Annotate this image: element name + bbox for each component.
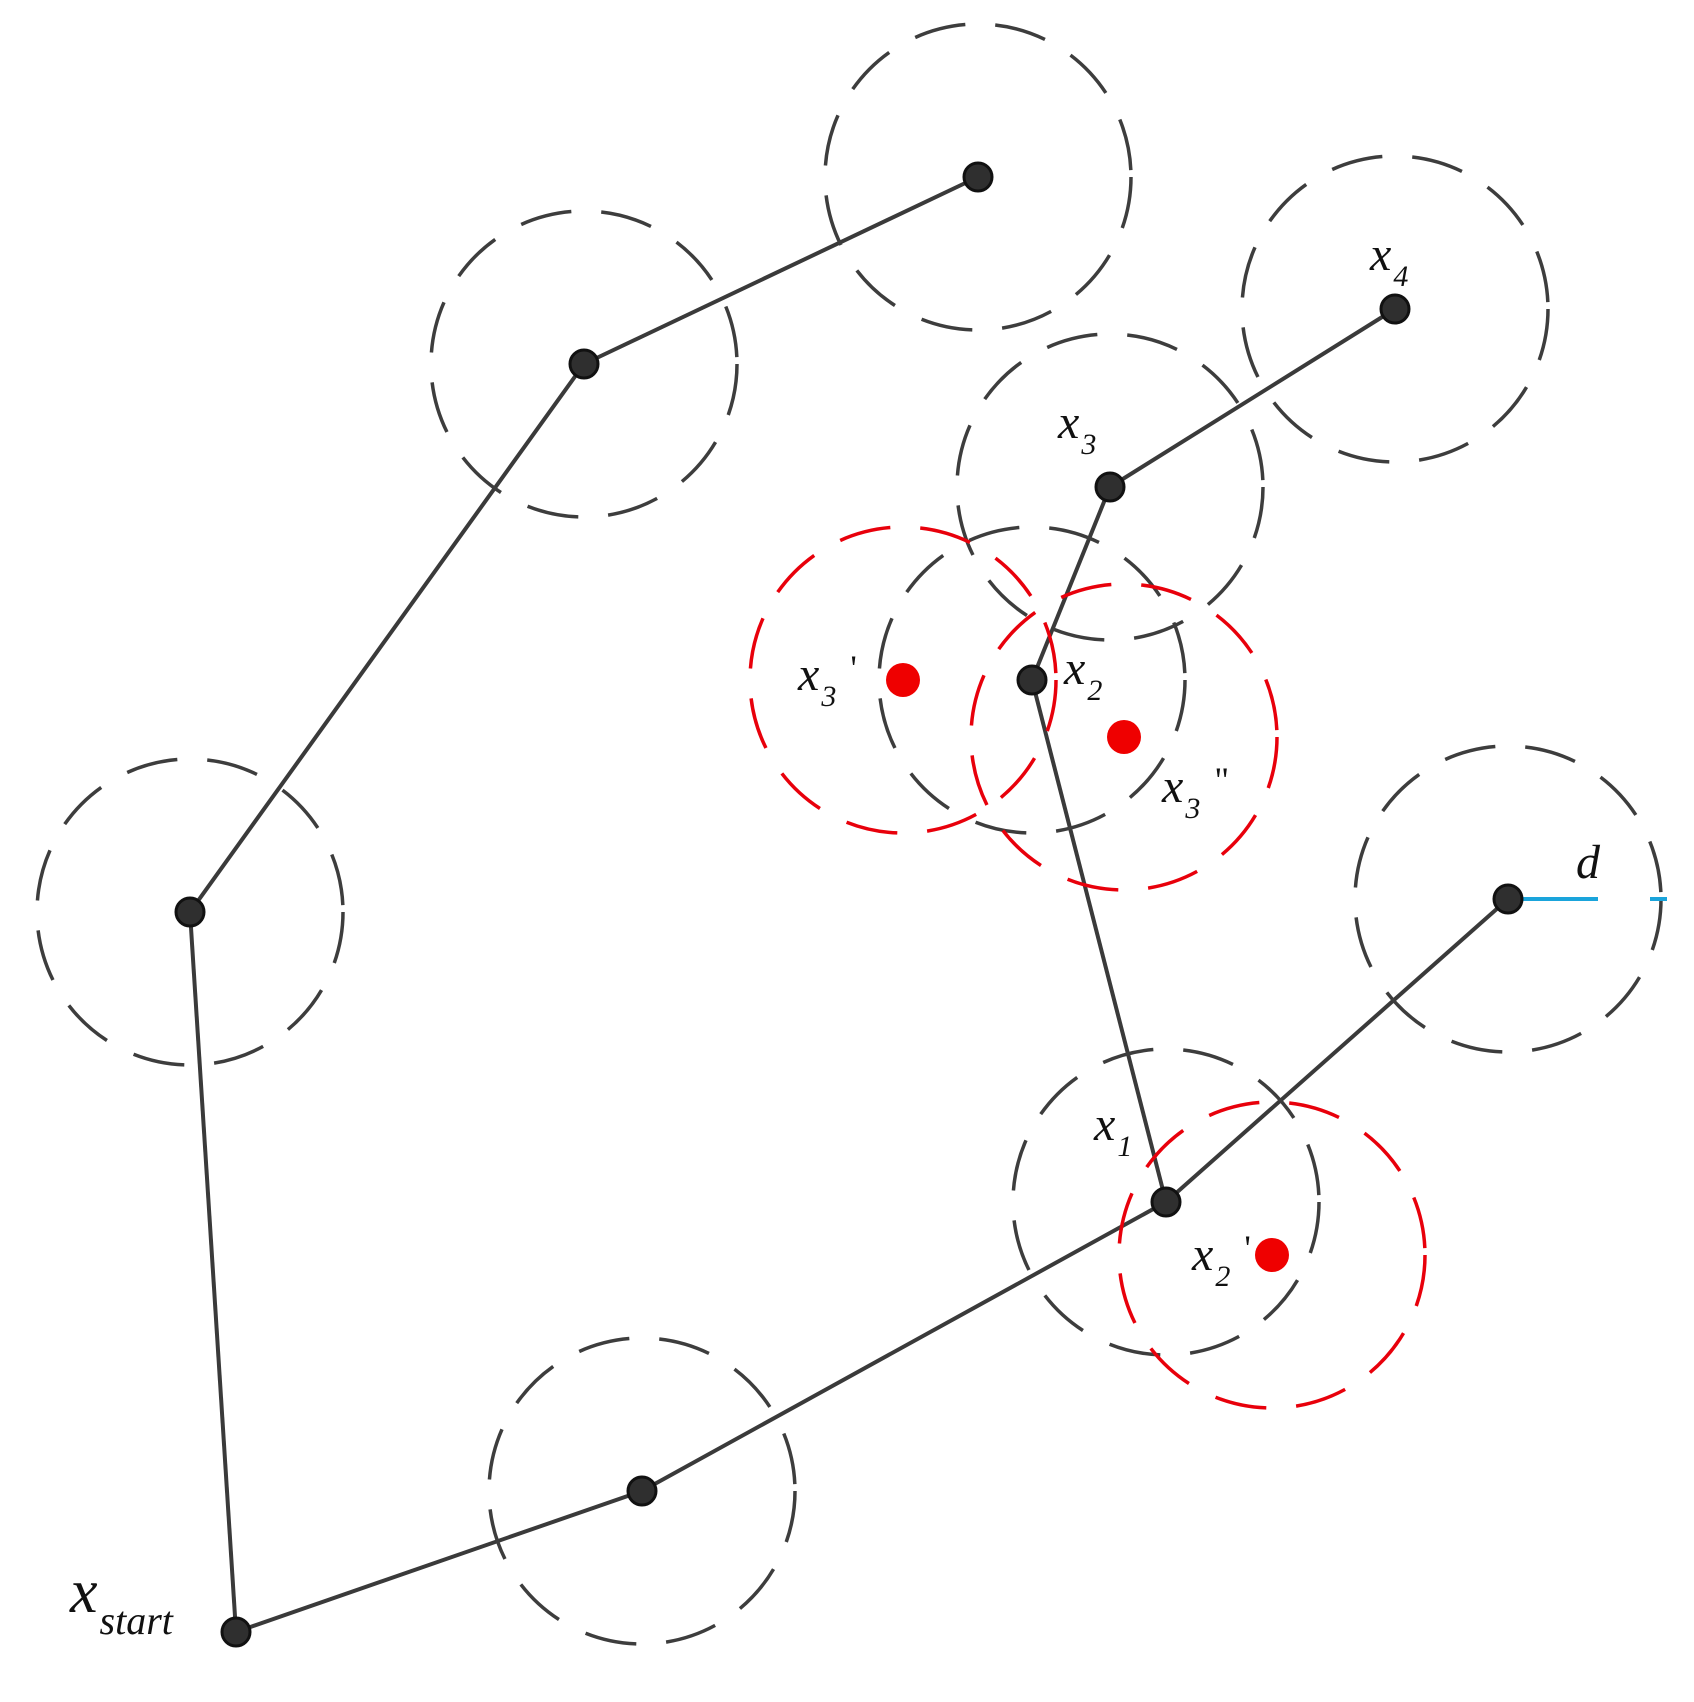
edge-upper-left-to-top — [583, 175, 979, 366]
candidate-circle-x3-double-prime — [969, 582, 1279, 892]
radius-circle-x2 — [877, 525, 1187, 835]
node-x3-double-prime — [1107, 720, 1141, 754]
candidate-circle-x2-prime — [1117, 1100, 1427, 1410]
label-x2-prime: x2' — [1191, 1228, 1251, 1293]
edge-start-to-left — [188, 911, 238, 1633]
radius-circles — [35, 22, 1663, 1646]
node-x1 — [1150, 1186, 1182, 1218]
path-nodes — [174, 161, 1524, 1648]
node-top — [962, 161, 994, 193]
edge-bottom-to-x1 — [641, 1200, 1167, 1493]
candidate-circles — [748, 525, 1427, 1410]
radius-circle-top — [823, 22, 1133, 332]
path-edges — [188, 175, 1510, 1634]
node-x-start — [220, 1616, 252, 1648]
edge-x1-to-right — [1164, 897, 1510, 1204]
radius-circle-upper-left — [429, 209, 739, 519]
radius-circle-bottom — [487, 1336, 797, 1646]
edge-left-to-upper-left — [188, 362, 586, 914]
label-x3-prime: x3' — [797, 648, 857, 713]
edge-start-to-bottom — [235, 1489, 643, 1634]
node-x4 — [1379, 293, 1411, 325]
label-x4: x4 — [1369, 228, 1408, 293]
radius-circle-left — [35, 757, 345, 1067]
label-x3-double-prime: x3" — [1161, 760, 1229, 825]
node-x3 — [1094, 471, 1126, 503]
node-left — [174, 896, 206, 928]
node-x2 — [1016, 664, 1048, 696]
label-x2: x2 — [1063, 642, 1102, 707]
node-right — [1492, 883, 1524, 915]
edge-x2-to-x3 — [1030, 486, 1112, 681]
node-x3-prime — [886, 663, 920, 697]
label-x3: x3 — [1057, 396, 1096, 461]
edge-x3-to-x4 — [1108, 307, 1397, 489]
node-upper-left — [568, 348, 600, 380]
radius-circle-x4 — [1240, 154, 1550, 464]
radius-circle-x1 — [1011, 1047, 1321, 1357]
radius-circle-x3 — [955, 332, 1265, 642]
edge-x1-to-x2 — [1030, 679, 1168, 1203]
candidate-circle-x3-prime — [748, 525, 1058, 835]
node-x2-prime — [1255, 1238, 1289, 1272]
candidate-nodes — [886, 663, 1289, 1272]
node-bottom — [626, 1475, 658, 1507]
label-x-start: xstart — [69, 1558, 174, 1643]
label-x1: x1 — [1093, 1098, 1132, 1163]
labels: xstart x1 x2 x3 x4 x2' x3' x3" d — [69, 228, 1601, 1643]
label-radius-d: d — [1576, 836, 1601, 889]
